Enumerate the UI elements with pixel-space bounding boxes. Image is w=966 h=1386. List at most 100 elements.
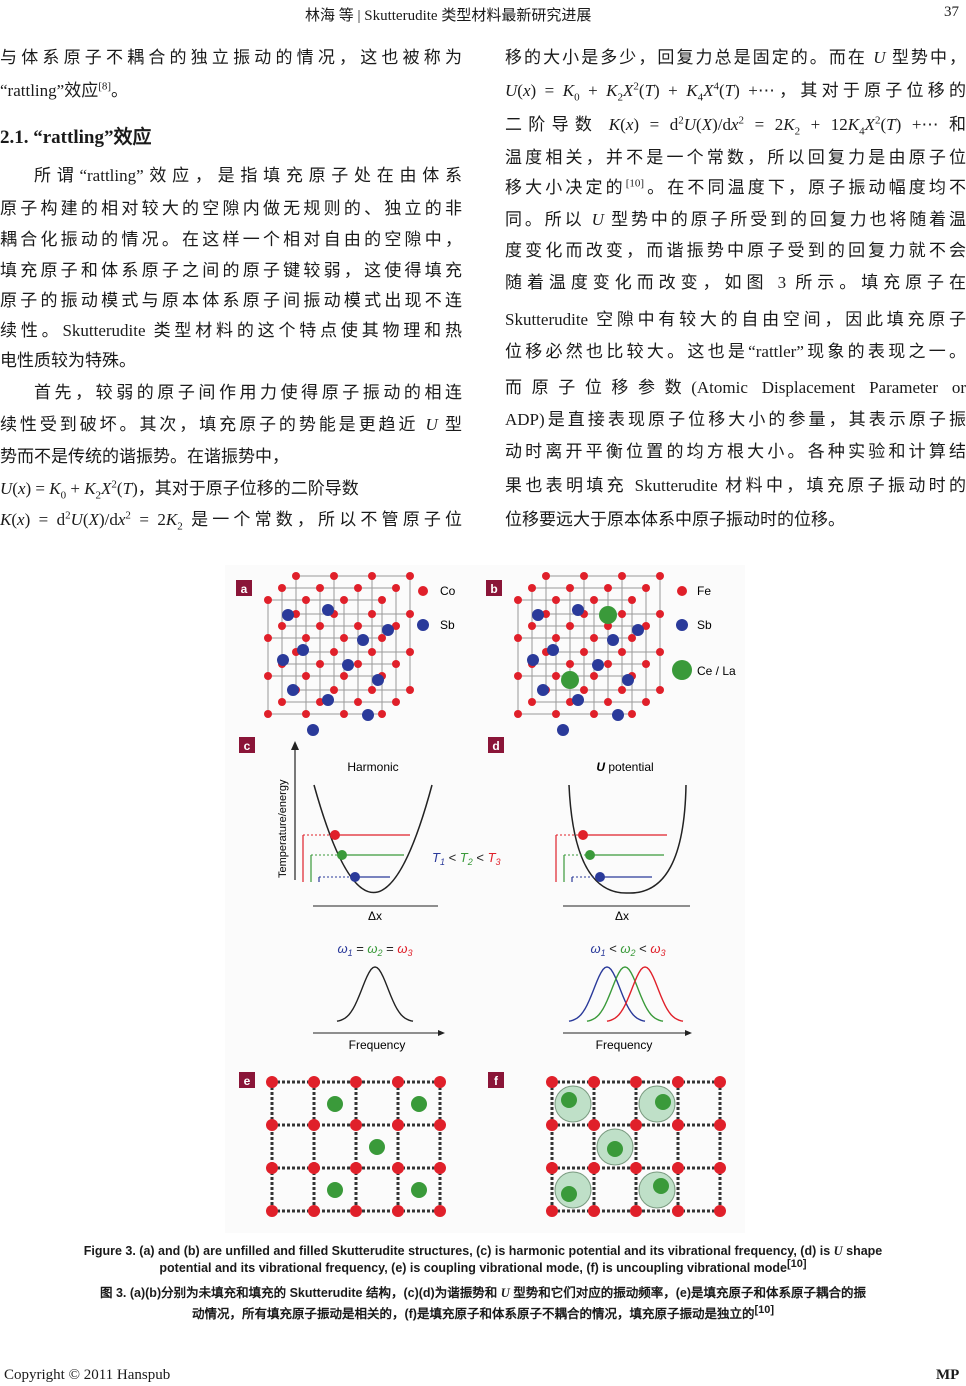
metal-atom [618, 686, 626, 694]
text-segment: 4 [697, 91, 704, 104]
relation-part: T [432, 850, 441, 865]
text-segment: [8] [98, 80, 112, 93]
text-segment: 果也表明填充 Skutterudite 材料中，填充原子振动时的 [505, 476, 966, 495]
metal-atom [642, 622, 650, 630]
metal-atom [642, 584, 650, 592]
text-segment: 2 [177, 520, 183, 533]
text-segment: 首先，较弱的原子间作用力使得原子振动的相连 [34, 383, 462, 402]
text-segment: 4 [859, 125, 865, 138]
metal-atom [656, 610, 664, 618]
frequency-label-d: Frequency [596, 1038, 653, 1052]
metal-atom [618, 572, 626, 580]
metal-atom [552, 672, 560, 680]
panel-f-badge: f [488, 1072, 504, 1088]
text-line: “rattling”效应[8]。 [0, 81, 462, 101]
metal-atom [340, 710, 348, 718]
host-atom [392, 1076, 404, 1088]
metal-atom [378, 710, 386, 718]
text-segment: 。在不同温度下，原子振动幅度均不 [644, 178, 966, 197]
harmonic-potential-curve [313, 784, 433, 893]
text-segment: K [606, 81, 618, 100]
text-segment: 动时离开平衡位置的均方根大小。各种实验和计算结 [505, 442, 966, 461]
relation-part: 2 [377, 948, 383, 958]
sb-atom [277, 654, 289, 666]
legend-cela-atom [672, 660, 692, 680]
legend-sb: Sb [440, 618, 455, 632]
relation-part: = [353, 941, 368, 956]
host-atom [546, 1205, 558, 1217]
relation-part: = [383, 941, 398, 956]
metal-atom [316, 622, 324, 630]
sb-atom [322, 604, 334, 616]
filler-atom [369, 1139, 385, 1155]
text-segment: 二阶导数 [505, 115, 609, 134]
text-line: 原子构建的相对较大的空隙内做无规则的、独立的非 [0, 199, 462, 219]
text-segment: )，其对于原子位移的二阶导数 [132, 479, 359, 498]
metal-atom [278, 698, 286, 706]
host-atom [350, 1119, 362, 1131]
text-segment: U [591, 210, 604, 229]
text-segment: X [864, 115, 875, 134]
text-segment: U [70, 510, 83, 529]
metal-atom [292, 610, 300, 618]
metal-atom [354, 698, 362, 706]
text-segment: 4 [713, 80, 720, 93]
metal-atom [542, 610, 550, 618]
metal-atom [392, 660, 400, 668]
text-segment: 2 [678, 114, 684, 127]
host-atom [392, 1162, 404, 1174]
svg-text:a: a [241, 582, 248, 596]
vibrating-atom [330, 830, 340, 840]
energy-levels-d [555, 830, 667, 882]
filler-atom [599, 606, 617, 624]
text-segment: 移大小决定的 [505, 178, 626, 197]
host-atom [714, 1205, 726, 1217]
metal-atom [604, 698, 612, 706]
sb-atom [342, 659, 354, 671]
text-segment: 电性质较为特殊。 [0, 351, 136, 370]
panel-d-badge: d [488, 737, 504, 753]
text-line: 温度相关，并不是一个常数，所以回复力是由原子位 [505, 148, 966, 168]
text-segment: 2 [875, 114, 881, 127]
coupled-lattice-e [266, 1076, 446, 1217]
text-segment: 移的大小是多少，回复力总是固定的。而在 [505, 48, 874, 67]
metal-atom [514, 710, 522, 718]
metal-atom [552, 596, 560, 604]
metal-atom [302, 672, 310, 680]
metal-atom [604, 584, 612, 592]
text-segment: ) = d [24, 510, 66, 529]
text-segment: ( [116, 479, 123, 498]
text-segment: K [783, 115, 795, 134]
metal-atom [604, 660, 612, 668]
u-potential-title: U potential [596, 760, 653, 774]
metal-atom [566, 584, 574, 592]
relation-part: 3 [408, 948, 413, 958]
metal-atom [340, 596, 348, 604]
sb-atom [357, 634, 369, 646]
filler-atom [561, 1186, 577, 1202]
metal-atom [656, 686, 664, 694]
text-line: 电性质较为特殊。 [0, 351, 462, 371]
svg-text:b: b [490, 582, 497, 596]
text-line: 耦合化振动的情况。在这样一个相对自由的空隙中， [0, 230, 462, 250]
text-segment: 度变化而改变，而谐振势中原子受到的回复力就不会 [505, 241, 966, 260]
text-segment: K [847, 115, 860, 134]
filler-atom [561, 671, 579, 689]
legend-fe-atom [677, 586, 687, 596]
host-atom [266, 1076, 278, 1088]
text-segment: )/d [98, 510, 118, 529]
sb-atom [372, 674, 384, 686]
metal-atom [566, 622, 574, 630]
host-atom [588, 1162, 600, 1174]
sb-atom [287, 684, 299, 696]
text-segment: x [117, 510, 126, 529]
metal-atom [406, 610, 414, 618]
frequency-relation-d: ω1 < ω2 < ω3 [590, 941, 665, 958]
metal-atom [590, 596, 598, 604]
text-segment: ( [82, 510, 89, 529]
metal-atom [618, 648, 626, 656]
host-atom [630, 1076, 642, 1088]
figure-3: a b c d e f Co Sb Fe Sb Ce / La Temperat… [236, 572, 737, 1217]
text-segment: U [0, 479, 13, 498]
text-segment: 温度相关，并不是一个常数，所以回复力是由原子位 [505, 148, 966, 167]
